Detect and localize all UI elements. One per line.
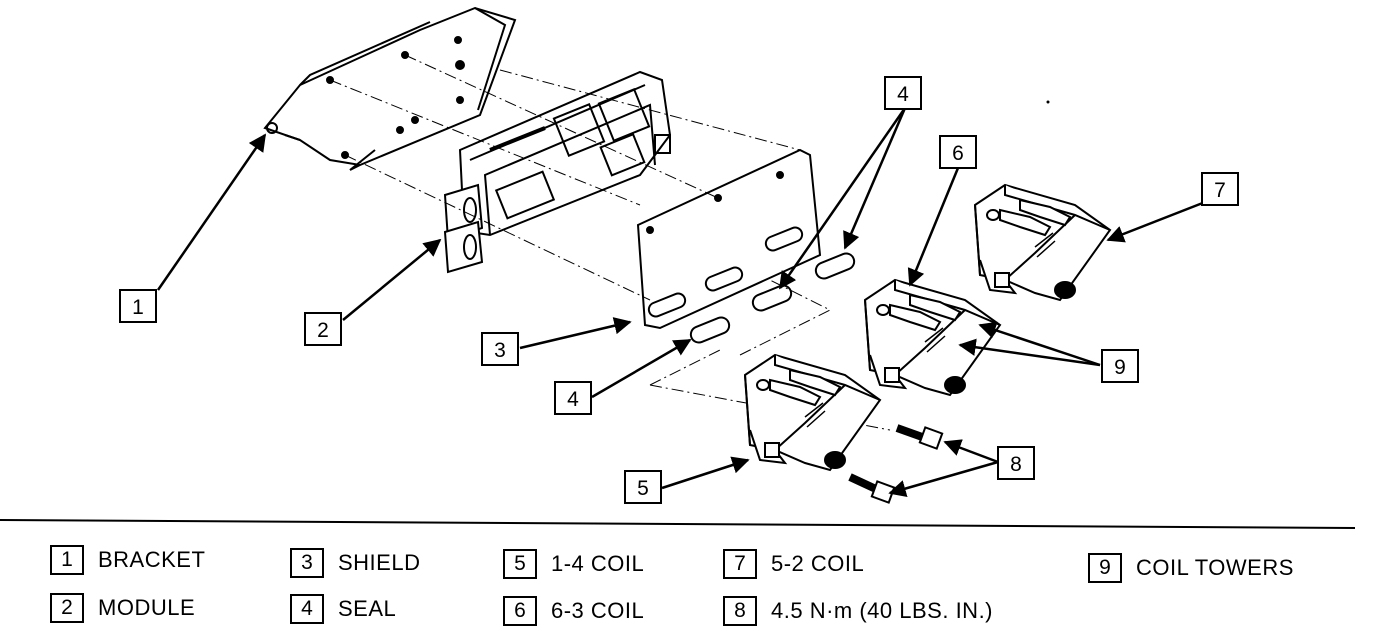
coil-tower: [769, 378, 822, 407]
shield-part: [636, 148, 822, 330]
callout-number: 5: [637, 477, 649, 500]
coil-5-2: [973, 183, 1112, 302]
coil-tower: [909, 293, 962, 322]
callout-number: 3: [494, 339, 506, 362]
callout-box-9: 9: [1101, 349, 1139, 383]
callout-box-1: 1: [119, 289, 157, 323]
callout-number: 2: [317, 319, 329, 342]
callout-number: 7: [1214, 179, 1226, 202]
bolt-parts: [848, 424, 944, 504]
callout-box-8: 8: [997, 446, 1035, 480]
coil-tower: [1019, 198, 1072, 227]
callout-box-3: 3: [481, 332, 519, 366]
callout-box-2: 2: [304, 312, 342, 346]
callout-number: 4: [897, 83, 909, 106]
coil-assemblies: [743, 183, 1112, 472]
coil-tower: [889, 303, 942, 332]
callout-number: 1: [132, 296, 144, 319]
seal-parts: [689, 252, 856, 344]
callout-box-5: 5: [624, 470, 662, 504]
callout-labels: 1 2 3 4 4 5 6 7 8 9: [119, 76, 1239, 504]
coil-6-3: [863, 278, 1002, 397]
module-part: [443, 70, 672, 274]
callout-number: 6: [952, 142, 964, 165]
callout-box-6: 6: [939, 135, 977, 169]
callout-number: 9: [1114, 356, 1126, 379]
leader-arrows: [156, 107, 1219, 498]
callout-box-7: 7: [1201, 172, 1239, 206]
coil-1-4: [743, 353, 882, 472]
callout-number: 4: [567, 388, 579, 411]
callout-box-4: 4: [884, 76, 922, 110]
legend-divider: [0, 519, 1356, 529]
callout-number: 8: [1010, 453, 1022, 476]
coil-tower: [789, 368, 842, 397]
callout-box-4: 4: [554, 381, 592, 415]
coil-tower: [999, 208, 1052, 237]
